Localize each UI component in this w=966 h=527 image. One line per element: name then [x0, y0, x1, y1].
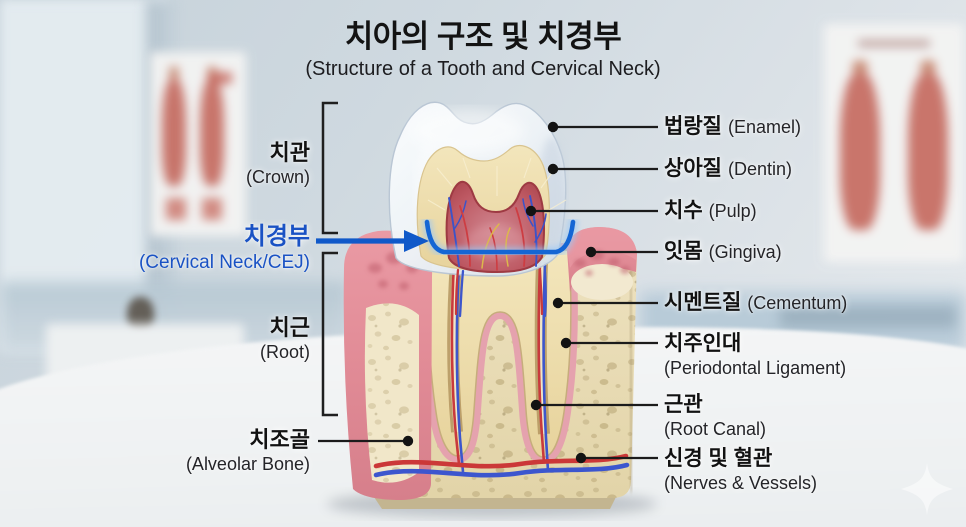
label-root-canal: 근관 (Root Canal)	[664, 392, 766, 441]
label-crown: 치관 (Crown)	[246, 140, 310, 189]
cej-arrow-icon	[316, 230, 429, 252]
label-crown-korean: 치관	[269, 140, 310, 165]
label-enamel-korean: 법랑질	[664, 115, 722, 138]
sparkle-icon	[901, 463, 953, 515]
label-cementum-korean: 시멘트질	[664, 291, 742, 314]
canal-vessel-red-right	[537, 261, 546, 464]
label-cervical-english: (Cervical Neck/CEJ)	[138, 252, 310, 273]
gingiva-right	[567, 227, 637, 300]
anatomy-poster-right	[824, 24, 964, 262]
label-cervical-neck: 치경부 (Cervical Neck/CEJ)	[139, 223, 310, 274]
label-dentin-korean: 상아질	[664, 157, 722, 180]
nerves-vessels-bundle	[373, 453, 630, 478]
label-periodontal-ligament: 치주인대 (Periodontal Ligament)	[664, 331, 846, 380]
label-periodontal-english: (Periodontal Ligament)	[664, 358, 847, 378]
label-root-canal-english: (Root Canal)	[664, 419, 767, 439]
crown-bracket	[321, 101, 338, 235]
background-shelf	[780, 306, 956, 328]
label-dentin-english: (Dentin)	[727, 159, 792, 179]
label-nerves-english: (Nerves & Vessels)	[664, 473, 818, 493]
header: 치아의 구조 및 치경부 (Structure of a Tooth and C…	[0, 18, 966, 82]
leader-lines	[318, 125, 658, 460]
label-pulp: 치수(Pulp)	[664, 198, 757, 224]
label-root: 치근 (Root)	[260, 315, 310, 364]
label-periodontal-korean: 치주인대	[664, 332, 742, 355]
label-pulp-korean: 치수	[664, 199, 703, 222]
label-enamel: 법랑질(Enamel)	[664, 114, 801, 140]
canal-vessel-blue-right	[542, 261, 550, 472]
label-gingiva-korean: 잇몸	[664, 240, 703, 263]
page-subtitle: (Structure of a Tooth and Cervical Neck)	[305, 58, 661, 80]
cej-highlight	[422, 217, 578, 257]
label-dentin: 상아질(Dentin)	[664, 156, 792, 182]
root-bracket	[321, 251, 338, 417]
canal-vessel-red-left	[450, 261, 461, 465]
neck-vessels	[454, 268, 547, 318]
label-nerves-korean: 신경 및 혈관	[664, 447, 773, 470]
label-cervical-korean: 치경부	[243, 223, 310, 250]
canal-vessel-blue-left	[455, 261, 465, 473]
anatomy-poster-left	[150, 52, 246, 236]
label-gingiva-english: (Gingiva)	[708, 242, 782, 262]
page-title: 치아의 구조 및 치경부	[344, 19, 622, 54]
label-gingiva: 잇몸(Gingiva)	[664, 239, 782, 265]
label-root-english: (Root)	[259, 342, 310, 362]
label-cementum-english: (Cementum)	[747, 293, 848, 313]
label-nerves-vessels: 신경 및 혈관 (Nerves & Vessels)	[664, 446, 817, 495]
label-crown-english: (Crown)	[245, 167, 310, 187]
label-cementum: 시멘트질(Cementum)	[664, 290, 847, 316]
label-alveolar-korean: 치조골	[249, 427, 310, 452]
label-alveolar-english: (Alveolar Bone)	[185, 454, 310, 474]
label-root-korean: 치근	[269, 315, 310, 340]
label-root-canal-korean: 근관	[664, 393, 703, 416]
label-enamel-english: (Enamel)	[727, 117, 801, 137]
label-alveolar-bone: 치조골 (Alveolar Bone)	[186, 427, 310, 476]
leader-dots	[402, 121, 597, 464]
label-pulp-english: (Pulp)	[708, 201, 757, 221]
